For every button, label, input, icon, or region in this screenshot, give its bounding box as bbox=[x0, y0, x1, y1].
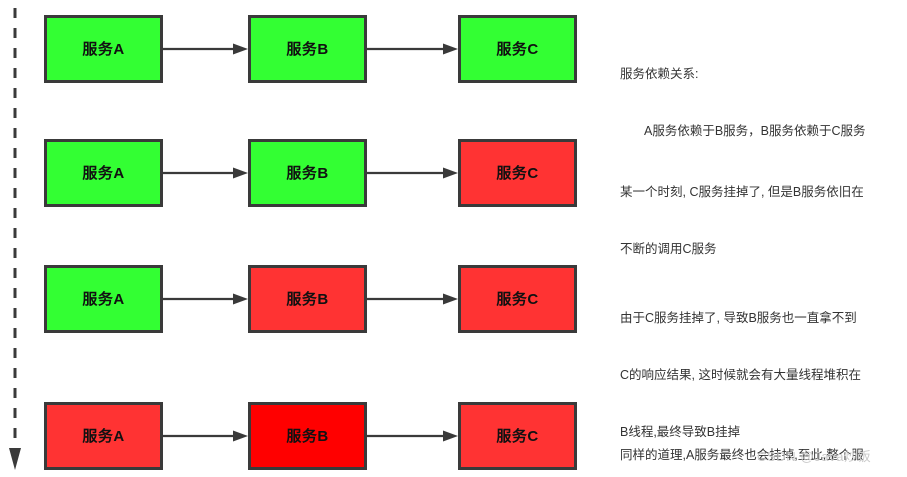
arrow-right-icon bbox=[163, 293, 248, 305]
arrow-right-icon bbox=[163, 43, 248, 55]
row-1-note: 服务依赖关系: A服务依赖于B服务，B服务依赖于C服务 bbox=[620, 27, 905, 179]
arrow-right-icon bbox=[367, 430, 458, 442]
row-1-note-line-1: 服务依赖关系: bbox=[620, 67, 699, 81]
row-2-arrow-b-to-c bbox=[367, 166, 458, 180]
row-3-service-b-box[interactable]: 服务B bbox=[248, 265, 367, 333]
row-1-service-c-label: 服务C bbox=[496, 40, 539, 58]
row-4-service-a-box[interactable]: 服务A bbox=[44, 402, 163, 470]
arrow-right-icon bbox=[367, 293, 458, 305]
row-3-arrow-b-to-c bbox=[367, 292, 458, 306]
row-2-note-line-1: 某一个时刻, C服务挂掉了, 但是B服务依旧在 bbox=[620, 185, 864, 199]
row-2-service-a-label: 服务A bbox=[82, 164, 125, 182]
row-4-service-c-box[interactable]: 服务C bbox=[458, 402, 577, 470]
arrow-right-icon bbox=[367, 43, 458, 55]
row-1-arrow-b-to-c bbox=[367, 42, 458, 56]
row-1-service-a-box[interactable]: 服务A bbox=[44, 15, 163, 83]
row-3-service-a-box[interactable]: 服务A bbox=[44, 265, 163, 333]
row-2-service-c-label: 服务C bbox=[496, 164, 539, 182]
row-2-note-line-2: 不断的调用C服务 bbox=[620, 242, 717, 256]
row-2-service-c-box[interactable]: 服务C bbox=[458, 139, 577, 207]
row-3-note-line-2: C的响应结果, 这时候就会有大量线程堆积在 bbox=[620, 368, 861, 382]
row-3-note-line-3: B线程,最终导致B挂掉 bbox=[620, 425, 741, 439]
row-1-service-c-box[interactable]: 服务C bbox=[458, 15, 577, 83]
row-3-arrow-a-to-b bbox=[163, 292, 248, 306]
arrow-right-icon bbox=[163, 167, 248, 179]
row-3-service-c-box[interactable]: 服务C bbox=[458, 265, 577, 333]
row-3-note: 由于C服务挂掉了, 导致B服务也一直拿不到 C的响应结果, 这时候就会有大量线程… bbox=[620, 271, 905, 477]
row-2-note: 某一个时刻, C服务挂掉了, 但是B服务依旧在 不断的调用C服务 bbox=[620, 145, 905, 297]
row-4-service-c-label: 服务C bbox=[496, 427, 539, 445]
row-2-service-b-box[interactable]: 服务B bbox=[248, 139, 367, 207]
row-3-service-a-label: 服务A bbox=[82, 290, 125, 308]
row-4-note-line-1: 同样的道理,A服务最终也会挂掉,至此,整个服 bbox=[620, 448, 864, 462]
row-4-arrow-a-to-b bbox=[163, 429, 248, 443]
row-4-service-a-label: 服务A bbox=[82, 427, 125, 445]
csdn-watermark: CSDN @Java炒饭 bbox=[757, 449, 872, 464]
row-2-service-a-box[interactable]: 服务A bbox=[44, 139, 163, 207]
arrow-right-icon bbox=[163, 430, 248, 442]
row-4-arrow-b-to-c bbox=[367, 429, 458, 443]
timeline-dashed-arrow bbox=[9, 8, 23, 470]
row-1-service-a-label: 服务A bbox=[82, 40, 125, 58]
row-2-arrow-a-to-b bbox=[163, 166, 248, 180]
row-3-service-c-label: 服务C bbox=[496, 290, 539, 308]
row-1-note-line-2: A服务依赖于B服务，B服务依赖于C服务 bbox=[644, 124, 866, 138]
arrow-right-icon bbox=[367, 167, 458, 179]
row-1-service-b-label: 服务B bbox=[286, 40, 329, 58]
timeline-arrow-icon bbox=[9, 8, 21, 470]
row-4-note: 同样的道理,A服务最终也会挂掉,至此,整个服 务链调用全部挂掉了 bbox=[620, 408, 905, 477]
row-2-service-b-label: 服务B bbox=[286, 164, 329, 182]
row-4-service-b-label: 服务B bbox=[286, 427, 329, 445]
row-3-service-b-label: 服务B bbox=[286, 290, 329, 308]
row-1-arrow-a-to-b bbox=[163, 42, 248, 56]
row-1-service-b-box[interactable]: 服务B bbox=[248, 15, 367, 83]
row-3-note-line-1: 由于C服务挂掉了, 导致B服务也一直拿不到 bbox=[620, 311, 857, 325]
row-4-service-b-box[interactable]: 服务B bbox=[248, 402, 367, 470]
